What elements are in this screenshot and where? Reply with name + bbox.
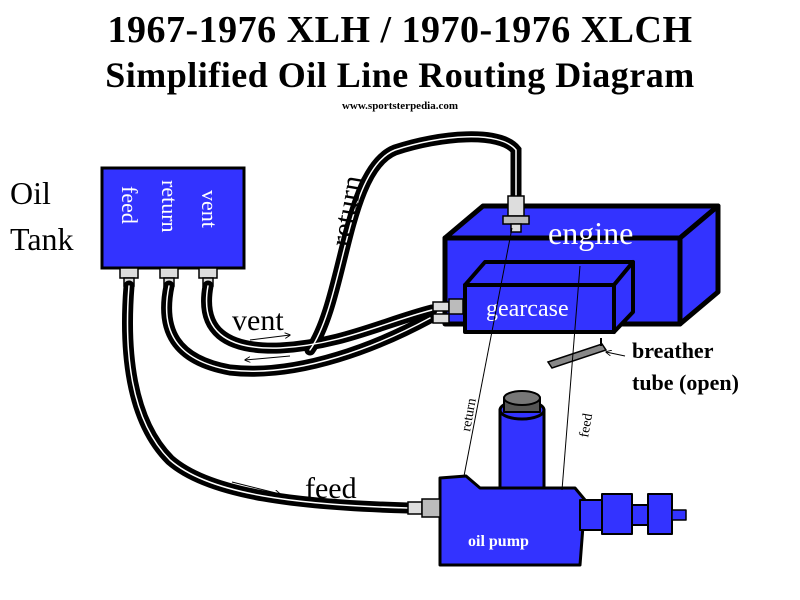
oil-pump-label: oil pump bbox=[468, 533, 529, 550]
engine-return-fitting bbox=[502, 195, 530, 233]
engine-label: engine bbox=[548, 215, 633, 251]
breather-label-line1: breather bbox=[632, 338, 714, 363]
diagram-title: 1967-1976 XLH / 1970-1976 XLCH bbox=[107, 9, 693, 51]
gearcase-fittings bbox=[432, 298, 464, 324]
oil-tank-label-line1: Oil bbox=[10, 175, 51, 211]
flow-arrows bbox=[231, 335, 290, 494]
pump-return-label: return bbox=[459, 397, 480, 433]
feed-line-label: feed bbox=[305, 472, 357, 505]
tank-port-label-return: return bbox=[157, 180, 182, 233]
oil-tank-label-line2: Tank bbox=[10, 221, 74, 257]
tank-port-label-vent: vent bbox=[197, 190, 222, 228]
pump-feed-label: feed bbox=[577, 412, 596, 438]
oil-tank bbox=[100, 166, 246, 270]
diagram-subtitle: Simplified Oil Line Routing Diagram bbox=[105, 55, 695, 95]
return-line-label: return bbox=[324, 173, 369, 249]
website-credit: www.sportsterpedia.com bbox=[341, 100, 459, 112]
pump-internal-lines bbox=[463, 227, 581, 491]
breather-label-line2: tube (open) bbox=[632, 370, 739, 395]
tank-port-label-feed: feed bbox=[117, 186, 142, 224]
pump-feed-fitting bbox=[407, 498, 441, 518]
breather-tube bbox=[546, 343, 608, 369]
vent-line-label: vent bbox=[232, 304, 284, 337]
breather-arrow bbox=[606, 352, 626, 357]
oil-pump bbox=[438, 390, 687, 567]
gearcase-label: gearcase bbox=[486, 296, 569, 322]
gearcase bbox=[463, 260, 635, 334]
